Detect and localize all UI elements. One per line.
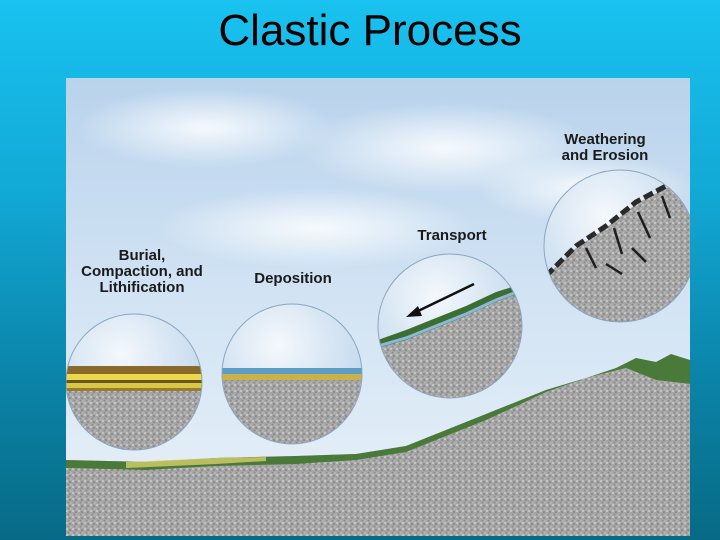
transport-arrow — [406, 282, 475, 317]
deposition-label: Deposition — [254, 270, 332, 287]
transport-bubble — [378, 254, 522, 398]
slide-title: Clastic Process — [218, 6, 522, 55]
sediment-strip — [126, 457, 266, 468]
burial-compaction-lithification-label: Burial, Compaction, and Lithification — [81, 247, 203, 296]
clastic-process-diagram: Weathering and Erosion Transport Deposit… — [66, 78, 690, 536]
deposition-bubble — [222, 304, 362, 444]
burial-bubble — [66, 314, 202, 450]
burial-bubble-outline — [66, 313, 203, 451]
weathering-bubble — [544, 170, 690, 322]
vegetation-strip — [66, 354, 690, 470]
cloud — [156, 188, 476, 268]
deposition-bubble-outline — [221, 303, 363, 445]
weathering-erosion-label: Weathering and Erosion — [561, 131, 649, 164]
cloud — [76, 88, 336, 168]
transport-label: Transport — [417, 227, 487, 244]
diagram-canvas — [66, 78, 690, 536]
weathering-bubble-outline — [543, 169, 690, 323]
transport-bubble-outline — [377, 253, 523, 399]
